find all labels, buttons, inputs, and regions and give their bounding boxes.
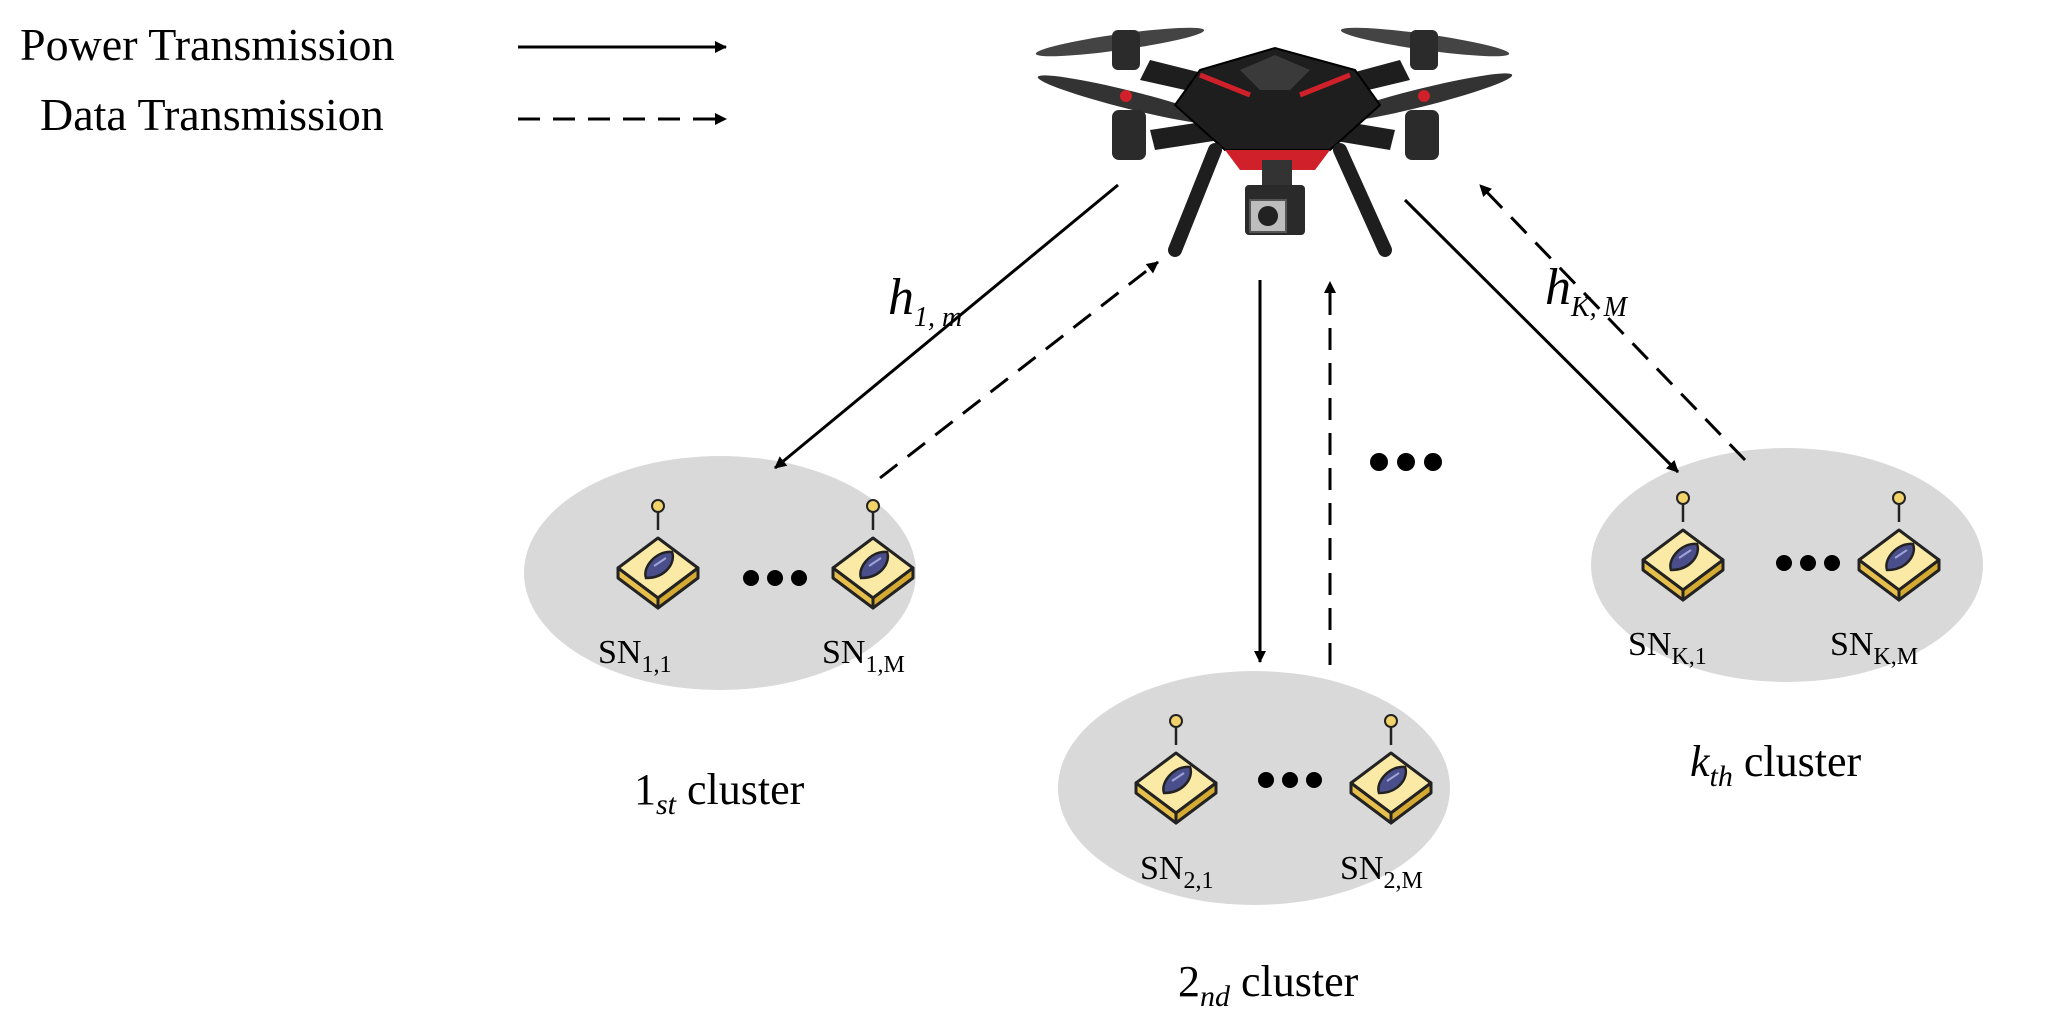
uav-drone-icon — [1035, 27, 1513, 257]
channel-subscript: K, M — [1571, 292, 1627, 323]
ellipsis-icon — [1370, 453, 1442, 471]
data-arrow-cluster-1 — [879, 260, 1159, 480]
power-arrow-cluster-1 — [774, 183, 1119, 470]
channel-subscript: 1, m — [914, 302, 963, 333]
sensor-label: SN2,M — [1340, 850, 1423, 894]
cluster-label-k: kth cluster — [1690, 737, 1862, 793]
cluster-2-ellipse — [1058, 671, 1450, 905]
legend-power-label: Power Transmission — [20, 19, 395, 70]
channel-label-left: h1, m — [888, 272, 962, 332]
sensor-label: SNK,M — [1830, 626, 1919, 670]
sensor-label: SNK,1 — [1628, 626, 1707, 670]
channel-symbol: h — [1545, 259, 1571, 316]
ellipsis-icon — [1258, 772, 1322, 788]
sensor-label: SN2,1 — [1140, 850, 1214, 894]
ellipsis-icon — [743, 570, 807, 586]
ellipsis-icon — [1776, 555, 1840, 571]
channel-label-right: hK, M — [1545, 262, 1627, 322]
sensor-label: SN1,1 — [598, 634, 672, 678]
channel-symbol: h — [888, 269, 914, 326]
legend-data-label: Data Transmission — [40, 89, 384, 140]
power-arrow-cluster-k — [1403, 198, 1680, 474]
cluster-label-2: 2nd cluster — [1178, 957, 1359, 1013]
cluster-label-1: 1st cluster — [634, 765, 805, 821]
data-arrow-cluster-k — [1478, 183, 1747, 462]
cluster-1-ellipse — [524, 456, 916, 690]
sensor-label: SN1,M — [822, 634, 905, 678]
